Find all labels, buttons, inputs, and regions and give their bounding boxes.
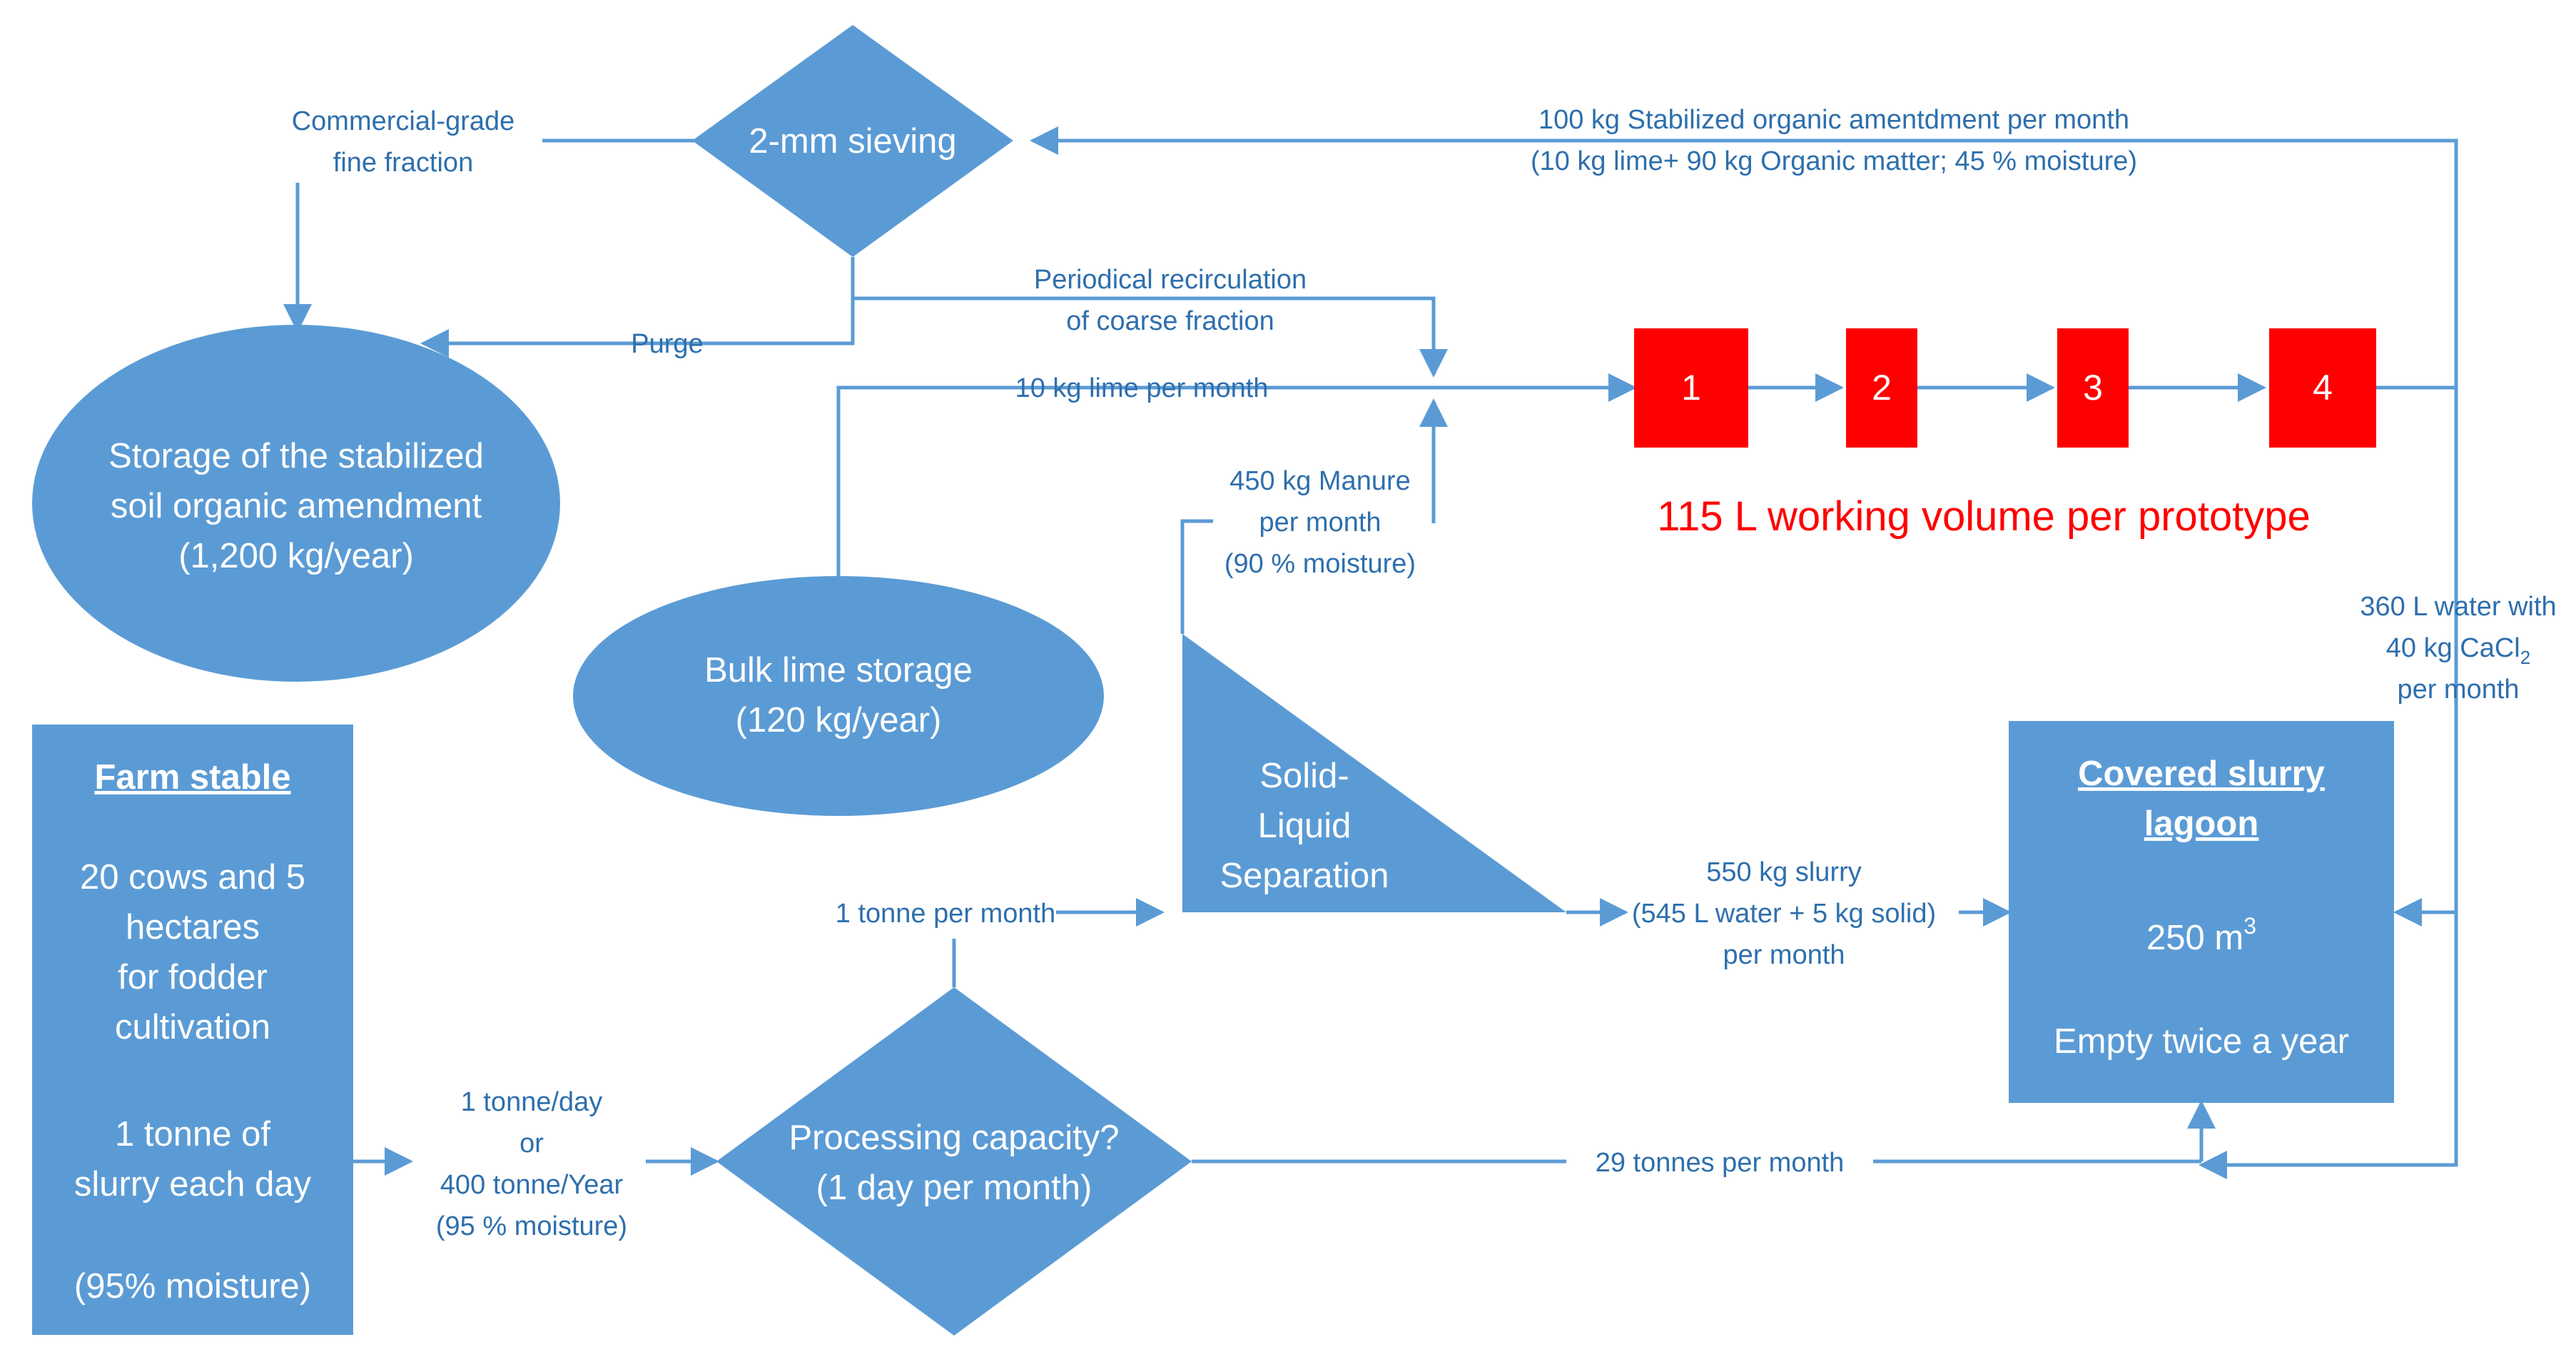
purge-label: Purge (631, 329, 703, 359)
prototype-4[interactable]: 4 (2269, 328, 2376, 448)
slurry-line2: (545 L water + 5 kg solid) (1632, 899, 1936, 929)
farm-line4: cultivation (115, 1008, 270, 1046)
separation-line1: Solid- (1259, 757, 1349, 795)
right-lower-line (2231, 912, 2458, 1167)
fine-fraction-line1: Commercial-grade (292, 106, 515, 136)
storage-line2: soil organic amendment (111, 487, 482, 525)
capacity-line1: Processing capacity? (788, 1119, 1119, 1157)
separation-to-manure-line (1180, 519, 1213, 634)
manure-line1: 450 kg Manure (1229, 466, 1411, 496)
lime-flow-line (836, 385, 1313, 578)
tonne-month-label: 1 tonne per month (836, 899, 1055, 929)
sieving-label: 2-mm sieving (749, 122, 956, 161)
lime-storage-ellipse[interactable] (573, 576, 1104, 816)
prototype-4-label: 4 (2313, 368, 2333, 408)
slurry-line1: 550 kg slurry (1706, 857, 1862, 887)
fine-fraction-line2: fine fraction (333, 148, 473, 178)
slurry-line3: per month (1723, 940, 1845, 970)
farm-line3: for fodder (118, 958, 268, 997)
storage-line1: Storage of the stabilized (108, 437, 484, 475)
lagoon-title1: Covered slurry (2078, 755, 2325, 793)
capacity-diamond[interactable] (716, 987, 1192, 1336)
farm-line5: 1 tonne of (115, 1115, 270, 1154)
recirculation-arrow (853, 296, 1448, 378)
separation-triangle[interactable] (1182, 634, 1566, 912)
farm-title: Farm stable (94, 758, 290, 797)
farm-line2: hectares (126, 908, 260, 947)
prototype-2[interactable]: 2 (1846, 328, 1917, 448)
connectors (283, 126, 2458, 1179)
lagoon-box[interactable] (2009, 721, 2394, 1103)
prototype-caption: 115 L working volume per prototype (1657, 493, 2311, 540)
daily-line2: or (519, 1129, 544, 1159)
capacity-line2: (1 day per month) (816, 1169, 1092, 1207)
prototype-3-label: 3 (2083, 368, 2103, 408)
water-line3: per month (2397, 675, 2519, 705)
farm-stable-box[interactable] (32, 725, 353, 1335)
purge-arrow (420, 257, 855, 358)
farm-line6: slurry each day (74, 1165, 312, 1204)
water-line1: 360 L water with (2360, 592, 2556, 622)
lagoon-empty: Empty twice a year (2054, 1022, 2349, 1061)
storage-ellipse[interactable] (32, 325, 560, 682)
prototype-1-label: 1 (1681, 368, 1701, 408)
sieving-diamond[interactable] (692, 25, 1013, 257)
recirculation-line2: of coarse fraction (1066, 306, 1274, 336)
daily-line1: 1 tonne/day (461, 1087, 603, 1117)
return-to-sieving-arrow (1030, 126, 2458, 390)
separation-line3: Separation (1219, 857, 1389, 895)
storage-line3: (1,200 kg/year) (178, 537, 414, 575)
lagoon-title2: lagoon (2144, 804, 2259, 843)
manure-line2: per month (1259, 508, 1381, 538)
lime-storage-line1: Bulk lime storage (704, 651, 973, 690)
water-line2: 40 kg CaCl2 (2386, 633, 2530, 668)
prototype-1[interactable]: 1 (1634, 328, 1748, 448)
lime-flow-label: 10 kg lime per month (1015, 373, 1269, 403)
prototype-3[interactable]: 3 (2057, 328, 2129, 448)
separation-line2: Liquid (1258, 807, 1352, 845)
farm-line1: 20 cows and 5 (80, 858, 305, 897)
tonnes29-label: 29 tonnes per month (1596, 1148, 1845, 1178)
farm-line7: (95% moisture) (74, 1267, 311, 1306)
lagoon-volume: 250 m3 (2146, 913, 2256, 957)
daily-line3: 400 tonne/Year (440, 1170, 624, 1200)
lime-storage-line2: (120 kg/year) (736, 701, 942, 740)
amendment-line1: 100 kg Stabilized organic amentdment per… (1538, 105, 2129, 135)
amendment-line2: (10 kg lime+ 90 kg Organic matter; 45 % … (1531, 146, 2137, 176)
manure-line3: (90 % moisture) (1224, 549, 1416, 579)
recirculation-line1: Periodical recirculation (1034, 265, 1307, 295)
daily-line4: (95 % moisture) (436, 1211, 627, 1241)
prototype-2-label: 2 (1872, 368, 1892, 408)
